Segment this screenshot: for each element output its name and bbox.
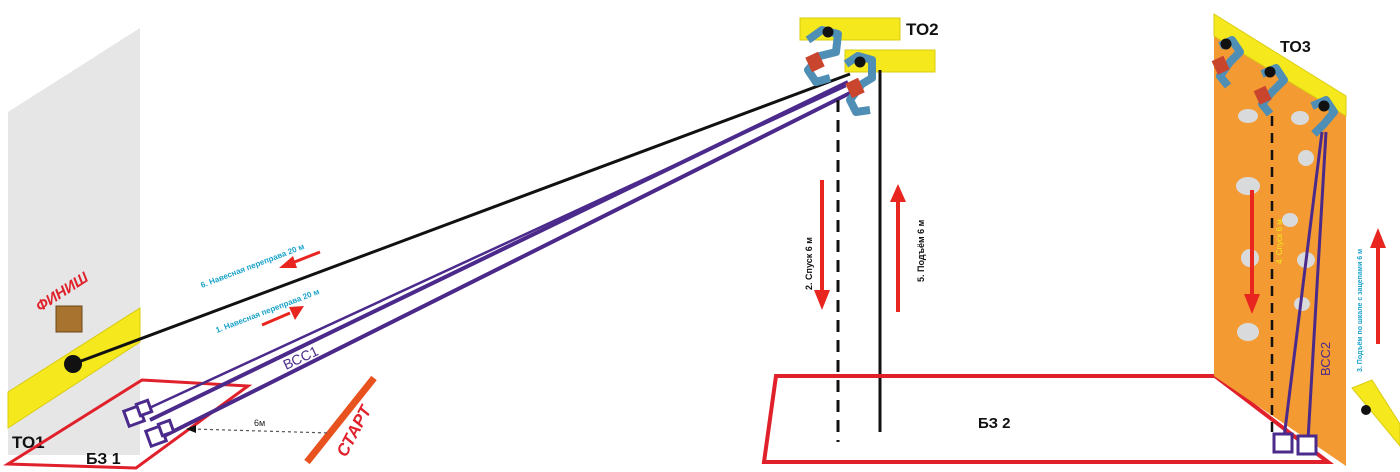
- bz2-anchor-points: [1272, 432, 1318, 456]
- to3-holds: [1236, 109, 1315, 341]
- to2-bracket-2: [843, 52, 876, 116]
- step6-arrowhead: [279, 256, 297, 268]
- to2-bracket-1: [804, 26, 842, 86]
- bz1-label: БЗ 1: [86, 451, 121, 468]
- bz1-zone: [3, 378, 253, 470]
- step3-arrowhead: [1370, 228, 1386, 248]
- bz2-zone: [761, 374, 1334, 464]
- step1-note: 1. Навесная переправа 20 м: [214, 287, 320, 335]
- rope-vss1-lower: [163, 90, 853, 438]
- to3-bracket-2: [1253, 64, 1288, 117]
- to3-bracket-3: [1310, 96, 1338, 137]
- corner-anchor: [1361, 405, 1371, 415]
- to2-label: ТО2: [906, 20, 939, 39]
- step1-arrowhead: [289, 306, 304, 320]
- distance-label: 6м: [254, 418, 265, 428]
- to3-vss2-left: [1282, 131, 1324, 439]
- finish-box: [55, 305, 83, 333]
- to3-bracket-1: [1211, 36, 1244, 89]
- rope-black-traverse: [72, 72, 851, 366]
- distance-arrowhead: [186, 425, 196, 433]
- step2-note: 2. Спуск 6 м: [804, 237, 814, 290]
- bz1-anchor-points: [121, 398, 176, 449]
- to3-vss2-right: [1306, 131, 1328, 441]
- step4-arrowhead: [1244, 294, 1260, 314]
- step6-arrow: [291, 250, 321, 265]
- step5-note: 5. Подъём 6 м: [916, 219, 926, 282]
- step5-arrowhead: [890, 184, 906, 202]
- vss2-label: ВСС2: [1318, 342, 1333, 376]
- rope-vss1-mid: [131, 84, 847, 418]
- to3-yellow-band: [1213, 13, 1347, 117]
- step3-note: 3. Подъём по шкале с зацепами 6 м: [1357, 249, 1364, 372]
- step2-arrowhead: [814, 290, 830, 310]
- start-bar: [304, 375, 377, 465]
- distance-line: [191, 428, 331, 434]
- step1-arrow: [261, 311, 291, 327]
- to3-label: ТО3: [1280, 39, 1311, 56]
- corner-yellow-piece: [1351, 379, 1400, 447]
- start-label: СТАРТ: [333, 401, 376, 460]
- bz2-label: БЗ 2: [978, 415, 1011, 432]
- step4-note: 4. Спуск 6 м: [1275, 219, 1284, 264]
